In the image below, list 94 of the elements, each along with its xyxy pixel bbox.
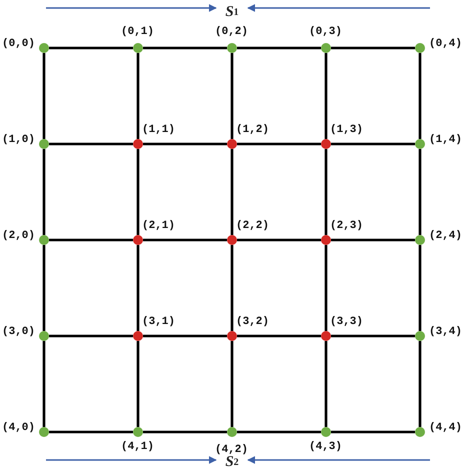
coordinate-label: (1,2) — [236, 124, 270, 137]
coordinate-label: (3,3) — [330, 316, 364, 329]
node-dot — [133, 139, 143, 149]
node-dot — [321, 331, 331, 341]
coordinate-label: (0,4) — [429, 38, 462, 51]
grid-line — [331, 430, 415, 434]
grid-line — [324, 245, 328, 331]
node-dot — [227, 43, 237, 53]
coordinate-label: (1,3) — [330, 124, 364, 137]
node-dot — [321, 139, 331, 149]
coordinate-label: (0,3) — [309, 26, 342, 39]
coordinate-label: (2,3) — [330, 220, 364, 233]
node-dot — [133, 331, 143, 341]
grid-line — [42, 53, 46, 139]
node-dot — [39, 43, 49, 53]
node-dot — [227, 139, 237, 149]
grid-line — [418, 53, 422, 139]
grid-line — [230, 341, 234, 427]
coordinate-label: (1,0) — [2, 134, 36, 147]
coordinate-label: (0,0) — [2, 38, 36, 51]
grid-line — [230, 245, 234, 331]
grid-line — [418, 341, 422, 427]
node-dot — [415, 139, 425, 149]
grid-line — [49, 142, 133, 146]
grid-line — [42, 149, 46, 235]
node-dot — [133, 43, 143, 53]
coordinate-label: (0,2) — [215, 26, 248, 39]
arrow — [247, 4, 430, 12]
grid-line — [42, 245, 46, 331]
node-dot — [415, 43, 425, 53]
grid-line — [49, 430, 133, 434]
node-dot — [415, 235, 425, 245]
node-dot — [321, 43, 331, 53]
coordinate-label: (3,4) — [429, 326, 462, 339]
coordinate-label: (0,1) — [121, 26, 154, 39]
grid-line — [237, 334, 321, 338]
node-dot — [133, 235, 143, 245]
node-dot — [415, 331, 425, 341]
coordinate-label: (4,4) — [429, 422, 462, 435]
coordinate-label: (4,2) — [215, 444, 248, 456]
grid-line — [237, 430, 321, 434]
grid-line — [230, 149, 234, 235]
coordinate-label: (4,3) — [309, 441, 342, 454]
node-dot — [39, 235, 49, 245]
node-dot — [39, 427, 49, 437]
grid-line — [42, 341, 46, 427]
grid-line — [143, 46, 227, 50]
coordinate-label: (4,1) — [121, 441, 154, 454]
grid-line — [418, 149, 422, 235]
node-dot — [133, 427, 143, 437]
node-dot — [321, 427, 331, 437]
node-dot — [227, 235, 237, 245]
grid-line — [49, 238, 133, 242]
grid-line — [237, 238, 321, 242]
grid-line — [143, 430, 227, 434]
arrow — [247, 456, 430, 464]
coordinate-label: (1,1) — [142, 124, 176, 137]
coordinate-label: (3,0) — [2, 326, 36, 339]
node-dot — [227, 427, 237, 437]
coordinate-label: (2,0) — [2, 230, 36, 243]
grid-line — [324, 149, 328, 235]
node-dot — [39, 331, 49, 341]
coordinate-label: (1,4) — [429, 134, 462, 147]
arrow — [46, 456, 217, 464]
grid-line — [143, 238, 227, 242]
grid-line — [136, 341, 140, 427]
grid-line — [230, 53, 234, 139]
coordinate-label: (2,2) — [236, 220, 270, 233]
node-dot — [227, 331, 237, 341]
node-dot — [321, 235, 331, 245]
grid-line — [136, 245, 140, 331]
grid-line — [331, 334, 415, 338]
grid-line — [136, 149, 140, 235]
grid-line — [331, 142, 415, 146]
grid-line — [418, 245, 422, 331]
grid-line — [136, 53, 140, 139]
grid-line — [49, 46, 133, 50]
coordinate-label: (4,0) — [2, 422, 36, 435]
grid-line — [324, 53, 328, 139]
coordinate-label: (2,4) — [429, 230, 462, 243]
coordinate-label: (3,1) — [142, 316, 176, 329]
node-dot — [415, 427, 425, 437]
coordinate-label: (2,1) — [142, 220, 176, 233]
grid-line — [331, 46, 415, 50]
grid-line — [324, 341, 328, 427]
node-dot — [39, 139, 49, 149]
grid-line — [143, 142, 227, 146]
grid-line — [331, 238, 415, 242]
grid-line — [237, 142, 321, 146]
arrow — [46, 4, 217, 12]
grid-line — [237, 46, 321, 50]
coordinate-label: (3,2) — [236, 316, 270, 329]
grid-line — [49, 334, 133, 338]
grid-line — [143, 334, 227, 338]
